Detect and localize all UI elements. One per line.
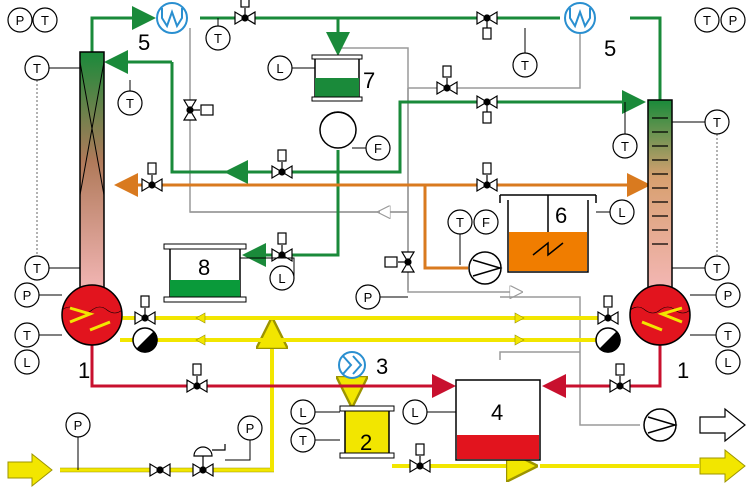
pump-icon	[319, 111, 357, 149]
unit-number-1-left: 1	[78, 358, 90, 383]
pressure-indicator: P	[729, 13, 738, 28]
pressure-indicator: P	[364, 290, 373, 305]
red-pipes	[90, 345, 662, 398]
level-indicator: L	[618, 205, 625, 220]
product-outlet-arrow	[699, 448, 746, 484]
unit-number-5-left: 5	[138, 30, 150, 55]
heater-3	[338, 351, 366, 379]
condenser-left	[156, 2, 188, 34]
flow-indicator: F	[374, 141, 382, 156]
temperature-indicator: T	[214, 31, 222, 46]
unit-number-4: 4	[491, 400, 503, 425]
temperature-indicator: T	[713, 261, 721, 276]
temperature-indicator: T	[23, 328, 31, 343]
temperature-indicator: T	[299, 433, 307, 448]
product-tank-4	[455, 379, 541, 461]
level-indicator: L	[23, 355, 30, 370]
pressure-indicator: P	[246, 421, 255, 436]
temperature-indicator: T	[713, 115, 721, 130]
temperature-indicator: T	[724, 328, 732, 343]
distillation-column-right	[629, 99, 691, 346]
unit-number-7: 7	[363, 68, 375, 93]
unit-number-6: 6	[555, 203, 567, 228]
temperature-indicator: T	[33, 261, 41, 276]
level-indicator: L	[411, 405, 418, 420]
level-indicator: L	[276, 61, 283, 76]
flow-indicator: F	[482, 215, 490, 230]
level-indicator: L	[724, 355, 731, 370]
level-indicator: L	[299, 405, 306, 420]
temperature-indicator: T	[456, 215, 464, 230]
orange-pipes	[114, 173, 651, 270]
preheater-2	[339, 405, 395, 459]
temperature-indicator: T	[41, 13, 49, 28]
unit-number-8: 8	[198, 255, 210, 280]
instrument-ties	[39, 18, 716, 470]
temperature-indicator: T	[126, 96, 134, 111]
vapour-outlet-arrow	[699, 407, 746, 443]
pressure-indicator: P	[16, 13, 25, 28]
instrument-letters: P T T T T L F T T P T T T P T L L T F L …	[16, 13, 738, 448]
temperature-indicator: T	[33, 61, 41, 76]
pump-icon	[468, 251, 503, 285]
yellow-arrows	[195, 312, 525, 346]
grey-pipes	[189, 28, 640, 426]
level-indicator: L	[278, 271, 285, 286]
feed-inlet-arrow	[7, 452, 53, 488]
distillation-column-left	[61, 51, 123, 346]
half-filled-pump-right	[595, 327, 621, 353]
pressure-indicator: P	[74, 418, 83, 433]
unit-number-5-right: 5	[604, 36, 616, 61]
unit-numbers: 1 1 2 3 4 5 5 6 7 8	[78, 30, 689, 455]
temperature-indicator: T	[621, 139, 629, 154]
pump-icon	[643, 408, 678, 442]
reflux-tank-7	[311, 54, 363, 102]
unit-number-3: 3	[376, 354, 388, 379]
temperature-indicator: T	[521, 58, 529, 73]
instruments	[7, 7, 746, 453]
pressure-indicator: P	[23, 288, 32, 303]
half-filled-pump-left	[132, 327, 158, 353]
collector-8	[163, 243, 247, 303]
pressure-indicator: P	[724, 288, 733, 303]
temperature-indicator: T	[703, 13, 711, 28]
condenser-right	[564, 2, 596, 34]
unit-number-2: 2	[360, 430, 372, 455]
reflux-tank-6	[499, 194, 597, 273]
unit-number-1-right: 1	[677, 358, 689, 383]
